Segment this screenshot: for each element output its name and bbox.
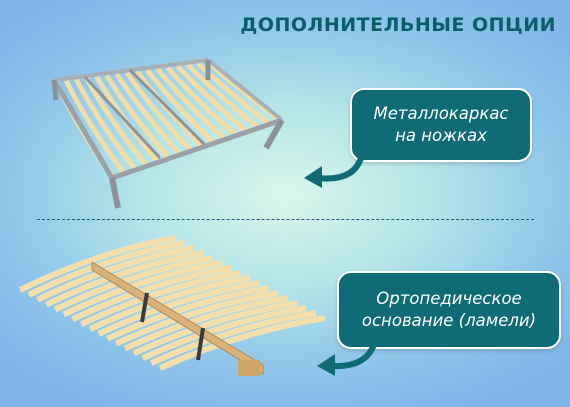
base-slat [71,265,232,322]
base-slat [132,300,298,357]
frame-slat [196,61,271,126]
frame-slat [175,64,249,134]
base-slat [88,275,251,332]
base-slat [79,270,242,327]
curved-arrow-icon [317,338,378,376]
frame-slat [145,68,215,145]
base-slat [18,235,176,293]
frame-slat [74,78,137,171]
base-slat [141,305,307,361]
page-title: ДОПОЛНИТЕЛЬНЫЕ ОПЦИИ [240,14,556,36]
option-slat-base-label: Ортопедическое основание (ламели) [337,271,561,349]
base-slat [27,240,185,298]
base-slat [36,245,195,303]
frame-slat [185,62,260,130]
frame-slat [84,76,148,167]
frame-slat [104,74,170,159]
option-label-line1: Ортопедическое [376,289,522,308]
frame-slat [155,67,226,141]
base-slat [158,315,326,371]
frame-slat [165,65,237,137]
base-slat [97,280,260,337]
section-divider [37,219,534,220]
option-label-line2: на ножках [395,126,487,145]
option-label-line1: Металлокаркас [373,104,509,123]
base-slat [62,260,223,318]
curved-arrow-icon [304,152,365,188]
frame-slat [53,80,115,178]
base-slat [150,310,317,366]
frame-slat [206,60,282,122]
option-label-line2: основание (ламели) [361,311,537,330]
frame-slat [135,69,204,148]
frame-slat [63,79,126,174]
frame-slat [124,71,193,152]
frame-slat [94,75,159,163]
option-metal-frame-label: Металлокаркас на ножках [350,88,532,162]
base-slat [44,250,204,308]
base-slat [123,295,288,352]
frame-slat [114,72,182,156]
base-slat [53,255,214,313]
base-slat [114,290,279,347]
base-slat [106,285,270,342]
